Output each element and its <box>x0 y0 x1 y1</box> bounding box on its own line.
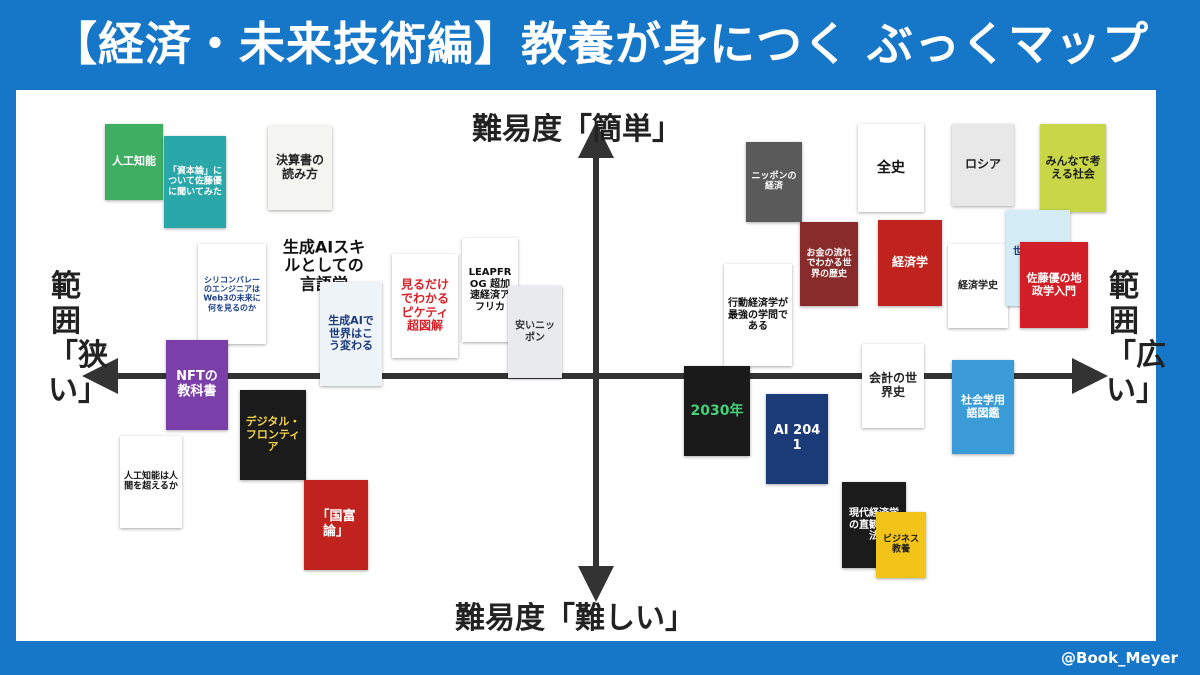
account-handle: @Book_Meyer <box>1061 649 1178 667</box>
book-cover[interactable]: 2030年 <box>684 366 750 456</box>
book-cover[interactable]: 経済学史 <box>948 244 1008 328</box>
axis-label-top: 難易度「簡単」 <box>472 112 682 147</box>
book-cover[interactable]: 佐藤優の地政学入門 <box>1020 242 1088 328</box>
book-cover[interactable]: みんなで考える社会 <box>1040 124 1106 212</box>
book-cover[interactable]: 経済学 <box>878 220 942 306</box>
book-cover[interactable]: 社会学用語図鑑 <box>952 360 1014 454</box>
axis-label-bottom: 難易度「難しい」 <box>455 601 695 636</box>
book-cover[interactable]: ビジネス教養 <box>876 512 926 578</box>
book-cover[interactable]: 会計の世界史 <box>862 344 924 428</box>
book-cover[interactable]: 全史 <box>858 124 924 212</box>
book-cover[interactable]: 安いニッポン <box>508 286 562 378</box>
book-cover[interactable]: NFTの教科書 <box>166 340 228 430</box>
book-cover[interactable]: お金の流れでわかる世界の歴史 <box>800 222 858 306</box>
book-cover[interactable]: シリコンバレーのエンジニアはWeb3の未来に何を見るのか <box>198 244 266 344</box>
book-cover[interactable]: 行動経済学が最強の学問である <box>724 264 792 366</box>
book-cover[interactable]: 決算書の読み方 <box>268 126 332 210</box>
book-cover[interactable]: 見るだけでわかるピケティ超図解 <box>392 254 458 358</box>
book-cover[interactable]: デジタル・フロンティア <box>240 390 306 480</box>
book-cover[interactable]: AI 2041 <box>766 394 828 484</box>
book-cover[interactable]: ニッポンの経済 <box>746 142 802 222</box>
book-cover[interactable]: 「資本論」について佐藤優に聞いてみた <box>164 136 226 228</box>
book-cover[interactable]: ロシア <box>952 124 1014 206</box>
book-cover[interactable]: 「国富論」 <box>304 480 368 570</box>
page-title: 【経済・未来技術編】教養が身につく ぶっくマップ <box>50 17 1149 71</box>
book-cover[interactable]: 生成AIで世界はこう変わる <box>320 282 382 386</box>
axis-label-left: 範囲「狭い」 <box>48 269 108 408</box>
book-cover[interactable]: 人工知能は人間を超えるか <box>120 436 182 528</box>
book-cover[interactable]: 人工知能 <box>105 124 163 200</box>
axis-label-right: 範囲「広い」 <box>1106 269 1166 408</box>
